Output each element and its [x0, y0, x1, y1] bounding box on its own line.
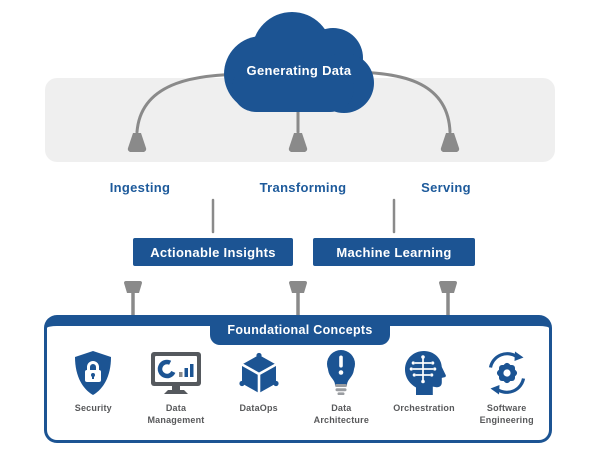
- actionable-insights-box: Actionable Insights: [133, 238, 293, 266]
- foundation-item-label: DataOps: [239, 403, 278, 413]
- gear-sync-icon: [484, 348, 530, 396]
- foundation-item-label: Software Engineering: [479, 403, 534, 425]
- lightbulb-icon: [322, 348, 360, 396]
- machine-learning-box: Machine Learning: [313, 238, 475, 266]
- stage-label-serving: Serving: [421, 180, 471, 195]
- cloud-label: Generating Data: [246, 63, 352, 78]
- foundation-items-row: Security Data Management: [52, 348, 548, 438]
- foundation-item-orchestration: Orchestration: [383, 348, 466, 438]
- foundation-item-label: Data Architecture: [313, 403, 370, 425]
- head-circuit-icon: [402, 348, 447, 396]
- foundational-concepts-title: Foundational Concepts: [210, 315, 390, 345]
- foundation-item-label: Security: [74, 403, 112, 413]
- foundation-item-software-engineering: Software Engineering: [465, 348, 548, 438]
- foundation-item-dataops: DataOps: [217, 348, 300, 438]
- foundation-item-security: Security: [52, 348, 135, 438]
- stage-label-transforming: Transforming: [259, 180, 347, 195]
- source-systems-band: [45, 78, 555, 162]
- shield-lock-icon: [73, 348, 113, 396]
- foundation-item-label: Orchestration: [393, 403, 455, 413]
- stage-label-ingesting: Ingesting: [109, 180, 171, 195]
- foundation-item-data-management: Data Management: [135, 348, 218, 438]
- monitor-chart-icon: [150, 348, 202, 396]
- stub-lines: [211, 198, 396, 234]
- plug-icons-lower: [124, 281, 457, 316]
- foundation-item-label: Data Management: [147, 403, 205, 425]
- foundation-item-data-architecture: Data Architecture: [300, 348, 383, 438]
- cube-icon: [238, 348, 280, 396]
